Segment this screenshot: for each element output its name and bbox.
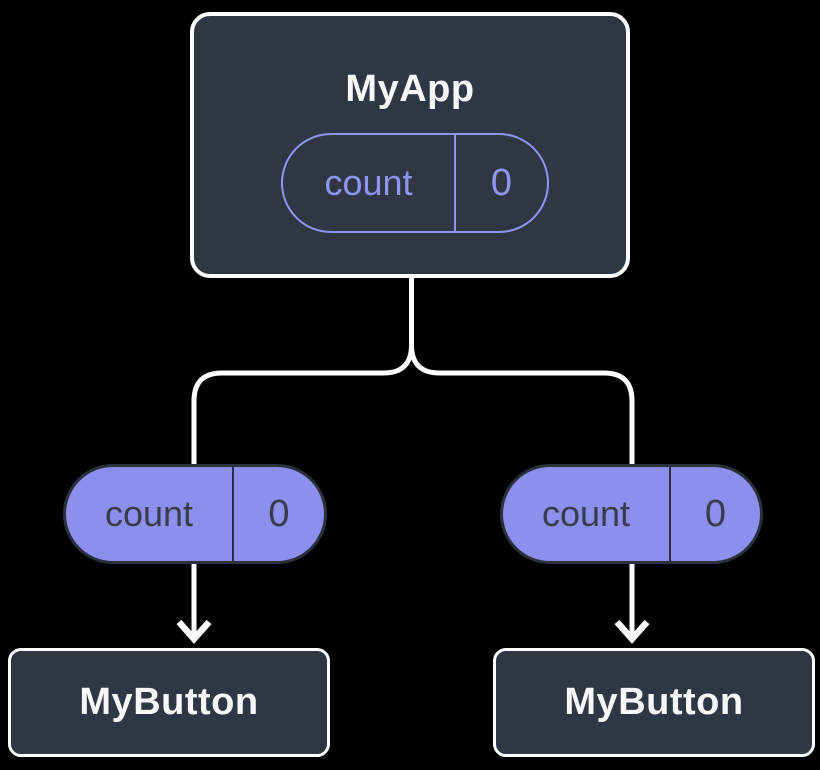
node-mybutton-right: MyButton [493,648,815,757]
connector-fork-left [191,275,414,639]
node-myapp: MyApp count 0 [190,12,630,278]
prop-value-label: 0 [704,492,727,535]
node-mybutton-left: MyButton [8,648,330,757]
arrowhead-left-icon [176,619,212,644]
prop-name-label: count [66,467,234,561]
arrowhead-right-icon [614,619,650,644]
state-name-label: count [283,135,456,231]
connector-fork-right [409,275,635,639]
node-mybutton-left-title: MyButton [79,681,259,723]
state-pill-myapp: count 0 [281,133,549,233]
prop-name-label: count [503,467,671,561]
prop-pill-left: count 0 [63,464,327,564]
prop-pill-right: count 0 [500,464,763,564]
state-value-label: 0 [490,161,513,204]
node-mybutton-right-title: MyButton [564,681,744,723]
node-myapp-title: MyApp [345,68,475,110]
prop-value-label: 0 [268,492,290,535]
